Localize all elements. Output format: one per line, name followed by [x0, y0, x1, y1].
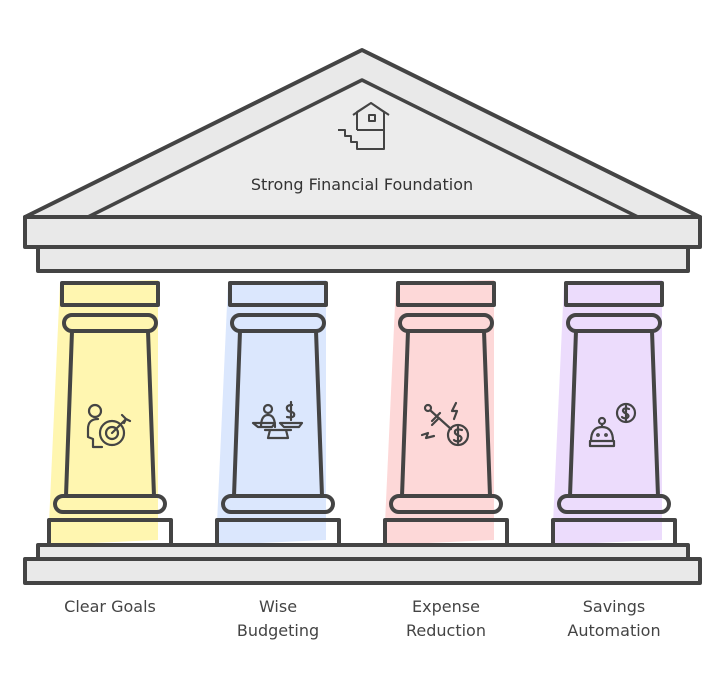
eye — [596, 433, 600, 437]
sword-coin-icon — [420, 401, 470, 447]
scale — [251, 413, 304, 440]
stylobate — [36, 543, 690, 561]
pillar-capital — [564, 281, 664, 307]
spark-2 — [420, 431, 436, 440]
pillar-shaft-right — [146, 329, 156, 498]
person-target-icon — [86, 403, 132, 449]
person-scale-icon — [251, 400, 304, 440]
coin-dollar — [620, 404, 631, 423]
pillar-shaft-left — [568, 329, 578, 498]
target-inner — [104, 425, 120, 441]
sword — [429, 409, 453, 431]
entablature — [23, 215, 702, 249]
pillar-3 — [383, 280, 509, 547]
house-window — [368, 114, 376, 122]
target-outer — [98, 419, 126, 447]
pillar-fill — [552, 280, 662, 545]
coin-dollar — [452, 425, 464, 445]
arrow — [110, 413, 132, 435]
roof-title: Strong Financial Foundation — [250, 175, 474, 194]
pillar-label-1: Clear Goals — [64, 597, 156, 616]
pillar-top-ring — [566, 313, 662, 333]
pillar-1 — [47, 280, 173, 547]
pillar-bottom-ring — [389, 494, 503, 514]
foundation-base — [23, 557, 702, 585]
house-outline — [352, 102, 390, 130]
head — [87, 403, 103, 419]
pillar-fill — [48, 280, 158, 545]
architrave — [36, 245, 690, 273]
pillar-top-ring — [398, 313, 494, 333]
coin — [446, 423, 470, 447]
robot-coin-icon — [588, 402, 637, 448]
head — [262, 403, 274, 415]
pillar-shaft-left — [400, 329, 410, 498]
pillar-shaft-left — [64, 329, 74, 498]
robot — [588, 422, 616, 448]
pillar-bottom-ring — [53, 494, 167, 514]
stairs — [338, 129, 385, 150]
pillar-capital — [60, 281, 160, 307]
pillar-capital — [228, 281, 328, 307]
pillar-4 — [551, 280, 677, 547]
spark — [450, 401, 459, 421]
dollar — [285, 400, 296, 422]
pillar-shaft-right — [482, 329, 492, 498]
pillar-top-ring — [62, 313, 158, 333]
pillar-2 — [215, 280, 341, 547]
sword-pommel — [423, 403, 433, 413]
pillar-shaft-left — [232, 329, 242, 498]
eye — [604, 433, 608, 437]
body — [86, 417, 104, 449]
pillar-bottom-ring — [557, 494, 671, 514]
pillar-shaft-right — [650, 329, 660, 498]
house-stairs-icon — [338, 102, 390, 150]
pillar-bottom-ring — [221, 494, 335, 514]
pillar-top-ring — [230, 313, 326, 333]
pillar-capital — [396, 281, 496, 307]
pillar-shaft-right — [314, 329, 324, 498]
